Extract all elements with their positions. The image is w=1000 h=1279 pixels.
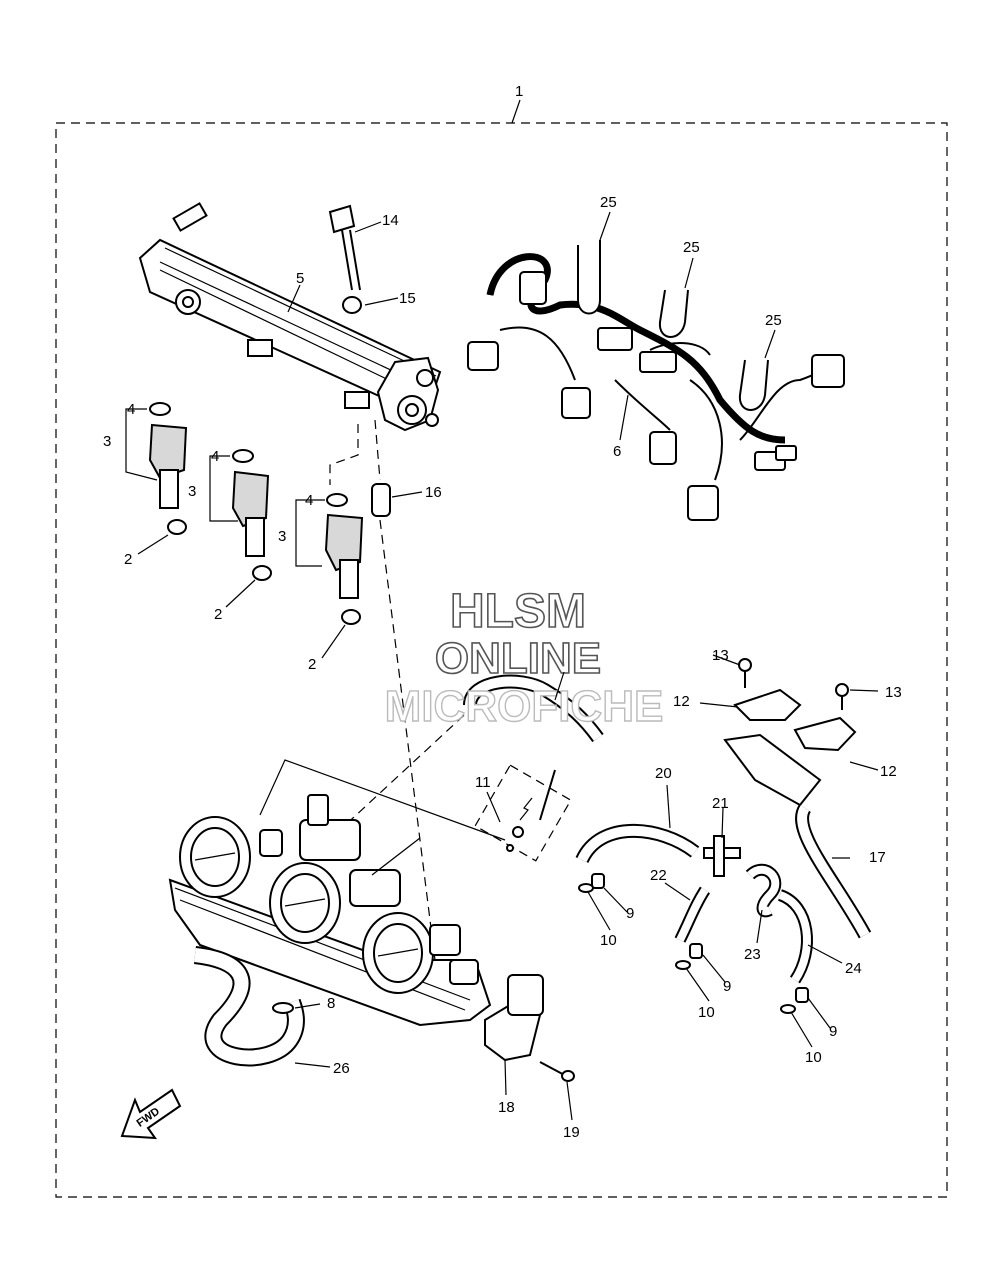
- injector-3: [324, 493, 364, 625]
- watermark-line3: MICROFICHE: [385, 682, 664, 731]
- bolt: [328, 204, 361, 291]
- injector-1: [148, 402, 188, 535]
- callout-13b: 13: [885, 684, 902, 701]
- callout-12a: 12: [673, 693, 690, 710]
- callouts: 1 14 15 5 16 25 25 25 6 4 3 4 3 4 3 2 2 …: [103, 83, 902, 1141]
- cap: [689, 943, 703, 959]
- callout-14: 14: [382, 212, 399, 229]
- cap: [795, 987, 809, 1003]
- fwd-arrow-icon: FWD: [120, 1088, 182, 1140]
- callout-24: 24: [845, 960, 862, 977]
- injector-2: [231, 449, 272, 581]
- callout-16: 16: [425, 484, 442, 501]
- callout-3c: 3: [278, 528, 286, 545]
- clip: [780, 1004, 796, 1014]
- callout-8: 8: [327, 995, 335, 1012]
- callout-10a: 10: [600, 932, 617, 949]
- watermark-line2: ONLINE: [435, 634, 601, 683]
- assembly-boundary: [55, 122, 948, 1198]
- callout-15: 15: [399, 290, 416, 307]
- fuel-rail: [138, 202, 442, 432]
- callout-2a: 2: [124, 551, 132, 568]
- callout-3a: 3: [103, 433, 111, 450]
- cap: [591, 873, 605, 889]
- callout-4b: 4: [211, 448, 219, 465]
- clip: [578, 883, 594, 893]
- callout-11: 11: [475, 774, 491, 791]
- callout-9a: 9: [626, 905, 634, 922]
- throttle-body: [168, 794, 492, 1027]
- clip: [675, 960, 691, 970]
- callout-9b: 9: [723, 978, 731, 995]
- callout-13a: 13: [712, 647, 729, 664]
- leader-lines: [125, 211, 879, 1121]
- harness-clip: [577, 240, 601, 315]
- collar: [371, 483, 391, 517]
- clamp: [272, 1002, 294, 1014]
- callout-3b: 3: [188, 483, 196, 500]
- wire-harness: [467, 253, 845, 521]
- screw: [539, 1061, 575, 1082]
- callout-9c: 9: [829, 1023, 837, 1040]
- callout-25a: 25: [600, 194, 617, 211]
- bracket: [723, 688, 857, 807]
- callout-22: 22: [650, 867, 667, 884]
- harness-clip: [738, 359, 769, 411]
- callout-4a: 4: [127, 401, 135, 418]
- callout-1: 1: [515, 83, 523, 100]
- callout-10c: 10: [805, 1049, 822, 1066]
- callout-23: 23: [744, 946, 761, 963]
- callout-12b: 12: [880, 763, 897, 780]
- callout-18: 18: [498, 1099, 515, 1116]
- callout-10b: 10: [698, 1004, 715, 1021]
- callout-4c: 4: [305, 492, 313, 509]
- callout-17: 17: [869, 849, 886, 866]
- watermark: HLSM ONLINE MICROFICHE: [384, 584, 664, 732]
- callout-25b: 25: [683, 239, 700, 256]
- callout-2b: 2: [214, 606, 222, 623]
- callout-19: 19: [563, 1124, 580, 1141]
- throttle-position-sensor: [484, 974, 544, 1062]
- tee-joint: [703, 835, 741, 877]
- callout-2c: 2: [308, 656, 316, 673]
- callout-25c: 25: [765, 312, 782, 329]
- watermark-line1: HLSM: [450, 585, 586, 638]
- callout-6: 6: [613, 443, 621, 460]
- callout-20: 20: [655, 765, 672, 782]
- callout-5: 5: [296, 270, 304, 287]
- washer: [342, 296, 362, 314]
- callout-21: 21: [712, 795, 729, 812]
- harness-clip: [658, 289, 689, 338]
- callout-26: 26: [333, 1060, 350, 1077]
